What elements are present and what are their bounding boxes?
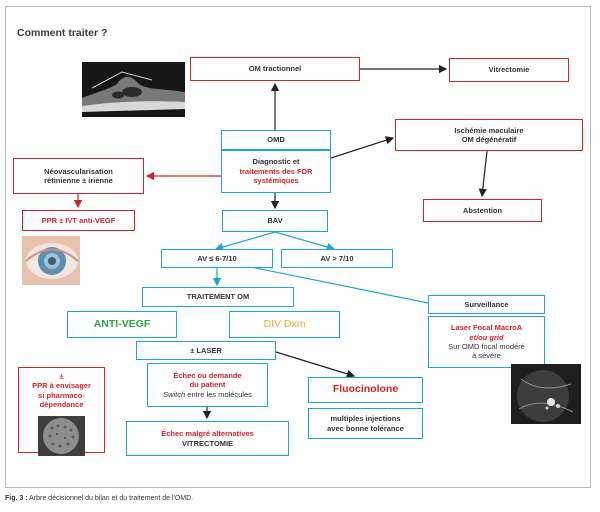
node-neovascularisation: Néovascularisation rétinienne ± irienne <box>13 158 144 194</box>
node-omd-label: OMD <box>267 135 285 145</box>
node-vitrectomie-label: Vitrectomie <box>488 65 530 75</box>
node-av-low: AV ≤ 6-7/10 <box>161 249 273 268</box>
node-ischemie: Ischémie maculaire OM dégénératif <box>395 119 583 151</box>
node-om-tractionnel-label: OM tractionnel <box>248 64 302 74</box>
node-laser-focal-line2: et/ou grid <box>469 332 504 342</box>
node-surveillance-label: Surveillance <box>464 299 509 309</box>
node-fluocinolone: Fluocinolone <box>308 377 423 403</box>
node-div-dxm-label: DIV Dxm <box>263 317 306 330</box>
node-ppr-ivt-label: PPR ± IVT anti-VEGF <box>41 215 116 225</box>
node-echec-alt-line2: VITRECTOMIE <box>181 438 234 448</box>
node-diagnostic-line3: systémiques <box>253 176 299 186</box>
node-ischemie-line1: Ischémie maculaire <box>454 125 524 135</box>
caption-text: Arbre décisionnel du bilan et du traitem… <box>29 495 194 502</box>
oct-scan-image <box>82 62 185 117</box>
node-traitement-om-label: TRAITEMENT OM <box>186 292 250 302</box>
node-anti-vegf: ANTI-VEGF <box>67 311 177 338</box>
node-om-tractionnel: OM tractionnel <box>190 57 360 81</box>
node-ppr-ivt: PPR ± IVT anti-VEGF <box>22 210 135 231</box>
node-neovasc-line1: Néovascularisation <box>44 166 113 176</box>
node-abstention-label: Abstention <box>462 205 503 215</box>
node-diagnostic-line1: Diagnostic et <box>252 157 300 167</box>
node-multiples-injections: multiples injections avec bonne toléranc… <box>308 408 423 439</box>
node-echec-line3-rest: entre les molécules <box>185 389 252 399</box>
arrow-laser-fluocinolone <box>275 351 356 378</box>
arrow-bav-av-high <box>274 231 336 252</box>
node-echec-demande: Échec ou demande du patient Switch entre… <box>147 363 268 407</box>
node-laser-focal: Laser Focal MacroA et/ou grid Sur OMD fo… <box>428 316 545 368</box>
arrow-bav-av-low <box>214 231 276 252</box>
node-echec-alternatives: Échec malgré alternatives VITRECTOMIE <box>126 421 289 456</box>
node-laser-focal-line1: Laser Focal MacroA <box>450 323 523 333</box>
node-fluocinolone-label: Fluocinolone <box>332 383 399 396</box>
node-omd: OMD <box>221 130 331 150</box>
node-surveillance: Surveillance <box>428 295 545 314</box>
node-ppr-env-line4: dépendance <box>39 400 84 410</box>
node-av-high-label: AV > 7/10 <box>320 253 354 263</box>
node-ppr-env-line1: ± <box>59 372 64 381</box>
node-bav: BAV <box>222 210 328 232</box>
node-echec-alt-line1: Échec malgré alternatives <box>161 429 254 439</box>
node-div-dxm: DIV Dxm <box>229 311 340 338</box>
angiography-image <box>511 364 581 424</box>
node-bav-label: BAV <box>267 216 283 226</box>
node-laser-label: ± LASER <box>190 345 222 355</box>
node-av-high: AV > 7/10 <box>281 249 393 268</box>
node-laser-focal-line3: Sur OMD focal modéré <box>448 342 525 351</box>
node-echec-line2: du patient <box>189 380 226 390</box>
eye-photo-image <box>22 236 80 285</box>
node-traitement-om: TRAITEMENT OM <box>142 287 294 307</box>
figure-caption: Fig. 3 : Arbre décisionnel du bilan et d… <box>5 495 193 502</box>
arrow-ischemie-abstention <box>478 150 488 198</box>
node-diagnostic-line2: traitements des FDR <box>239 166 313 176</box>
figure-title: Comment traiter ? <box>17 27 108 39</box>
node-ischemie-line2: OM dégénératif <box>461 135 517 144</box>
node-echec-line3-italic: Switch <box>163 389 186 399</box>
node-ppr-env-line2: PPR à envisager <box>32 381 91 391</box>
arrow-surveillance-av <box>219 258 429 304</box>
node-injections-line2: avec bonne tolérance <box>327 423 404 433</box>
arrow-diagnostic-ischemie <box>330 136 395 159</box>
node-abstention: Abstention <box>423 199 542 222</box>
caption-label: Fig. 3 : <box>5 495 28 502</box>
node-ppr-env-line3: si pharmaco- <box>38 390 85 400</box>
node-av-low-label: AV ≤ 6-7/10 <box>197 253 237 263</box>
node-diagnostic: Diagnostic et traitements des FDR systém… <box>221 150 331 193</box>
node-anti-vegf-label: ANTI-VEGF <box>93 317 151 330</box>
node-neovasc-line2: rétinienne ± irienne <box>44 176 113 185</box>
node-echec-line1: Échec ou demande <box>173 370 242 380</box>
node-laser-focal-line4: à sévère <box>472 351 501 361</box>
node-injections-line1: multiples injections <box>330 414 401 424</box>
node-laser: ± LASER <box>136 341 276 360</box>
fundus-laser-image <box>38 416 85 456</box>
node-vitrectomie: Vitrectomie <box>449 58 569 82</box>
